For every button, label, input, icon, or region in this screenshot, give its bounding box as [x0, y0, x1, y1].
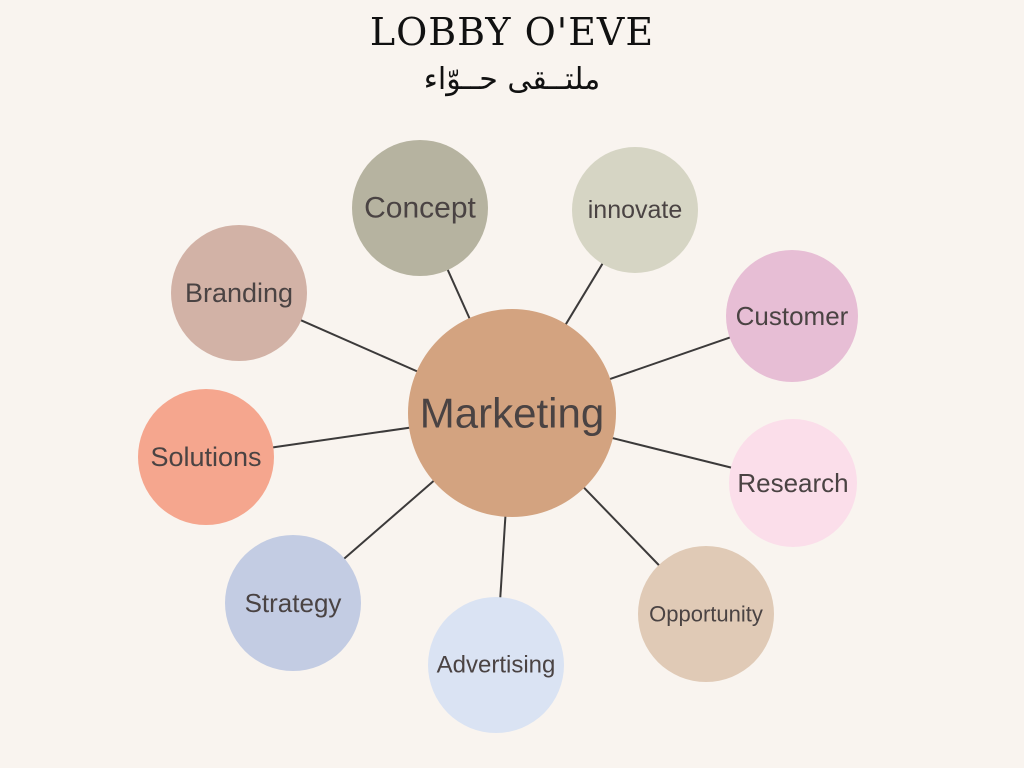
connector-opportunity: [582, 485, 661, 568]
page-subtitle-arabic: ملتــقى حــوّاء: [423, 62, 601, 97]
node-circle-advertising: [428, 597, 564, 733]
connector-customer: [608, 335, 732, 381]
connector-innovate: [564, 261, 605, 327]
node-label-research: Research: [737, 468, 848, 498]
connector-research: [610, 436, 734, 469]
node-customer: Customer: [726, 250, 858, 382]
node-circle-solutions: [138, 389, 274, 525]
connector-advertising: [499, 514, 507, 600]
node-opportunity: Opportunity: [638, 546, 774, 682]
node-label-opportunity: Opportunity: [649, 602, 763, 627]
center-node: Marketing: [408, 309, 616, 517]
node-strategy: Strategy: [225, 535, 361, 671]
node-circle-branding: [171, 225, 307, 361]
node-label-innovate: innovate: [588, 196, 683, 224]
center-circle: [408, 309, 616, 517]
node-branding: Branding: [171, 225, 307, 361]
node-label-solutions: Solutions: [150, 442, 261, 472]
node-concept: Concept: [352, 140, 488, 276]
center-label: Marketing: [420, 390, 604, 437]
node-circle-concept: [352, 140, 488, 276]
node-circle-research: [729, 419, 857, 547]
node-circle-strategy: [225, 535, 361, 671]
outer-nodes: Concept innovateCustomerResearchOpportuni…: [138, 140, 858, 733]
page-title: LOBBY O'EVE: [369, 10, 655, 54]
connector-strategy: [342, 479, 436, 561]
node-circle-innovate: [572, 147, 698, 273]
node-advertising: Advertising: [428, 597, 564, 733]
node-innovate: innovate: [572, 147, 698, 273]
node-label-concept: Concept: [364, 192, 476, 225]
node-label-customer: Customer: [736, 301, 849, 331]
connector-concept: [446, 267, 472, 321]
node-research: Research: [729, 419, 857, 547]
node-label-branding: Branding: [185, 278, 293, 308]
node-label-advertising: Advertising: [437, 652, 556, 679]
node-label-strategy: Strategy: [245, 588, 342, 618]
node-circle-customer: [726, 250, 858, 382]
node-solutions: Solutions: [138, 389, 274, 525]
connector-branding: [298, 318, 420, 373]
connector-solutions: [271, 426, 412, 449]
connectors: [271, 261, 734, 600]
node-circle-opportunity: [638, 546, 774, 682]
